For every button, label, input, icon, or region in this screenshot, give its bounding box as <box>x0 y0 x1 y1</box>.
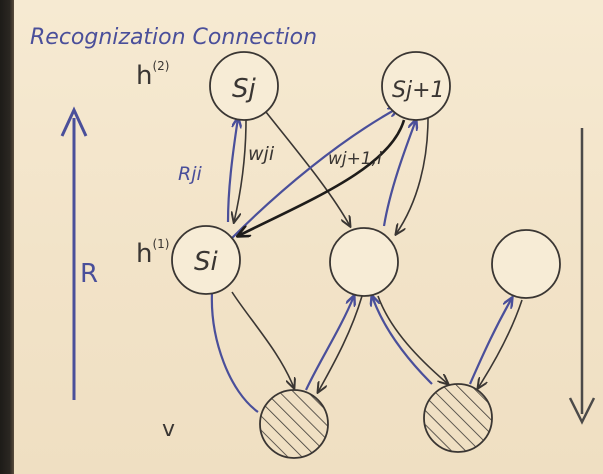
edge-v1-to-si-recognition <box>212 292 259 413</box>
node-h1-c <box>491 229 561 299</box>
layer-label-h2-base: h <box>136 61 152 91</box>
edge-v2-to-h1c-recognition <box>468 298 512 385</box>
edge-h1b-to-v2-generative <box>377 295 448 384</box>
diagram-title: Recognization Connection <box>30 25 317 50</box>
recognition-label: R <box>80 259 98 289</box>
layer-label-v: v <box>162 417 175 442</box>
edge-sj1-to-si-weight <box>238 119 406 236</box>
node-v1 <box>259 389 329 459</box>
node-sj1: Sj+1 <box>381 51 451 121</box>
layer-label-h1: h(1) <box>136 237 169 269</box>
node-si-label: Si <box>194 247 219 277</box>
node-sj1-label: Sj+1 <box>392 78 445 103</box>
generative-arrow-head <box>568 397 596 425</box>
weight-label-rji: Rji <box>178 163 202 185</box>
node-si: Si <box>171 225 241 295</box>
weight-label-wj1i: wj+1,i <box>328 149 382 169</box>
node-h1-b <box>329 227 399 297</box>
edge-sj-to-h1b <box>265 111 350 226</box>
layer-label-h2: h(2) <box>136 59 169 91</box>
edge-v1-to-h1b-recognition <box>305 296 354 391</box>
layer-label-h1-base: h <box>136 239 152 269</box>
edge-v2-to-h1b-recognition <box>372 296 433 385</box>
edge-si-to-v1-generative <box>231 291 294 388</box>
layer-label-h2-sup: (2) <box>152 59 169 73</box>
node-sj: Sj <box>209 51 279 121</box>
board-frame-edge <box>0 0 14 474</box>
edge-sj1-to-h1b-generative <box>396 117 429 234</box>
edge-si-to-sj-recognition <box>226 118 238 223</box>
weight-label-wji: wji <box>248 143 275 165</box>
edge-h1b-to-v1-generative <box>318 295 363 392</box>
recognition-arrow-head <box>60 106 88 137</box>
node-v2 <box>423 383 493 453</box>
edge-sj-to-si-generative <box>234 119 247 222</box>
edge-si-to-sj1-recognition <box>231 108 398 239</box>
edge-h1c-to-v2-generative <box>478 299 523 388</box>
node-sj-label: Sj <box>232 74 257 104</box>
edge-h1b-to-sj1-recognition <box>382 120 416 227</box>
layer-label-h1-sup: (1) <box>152 237 169 251</box>
